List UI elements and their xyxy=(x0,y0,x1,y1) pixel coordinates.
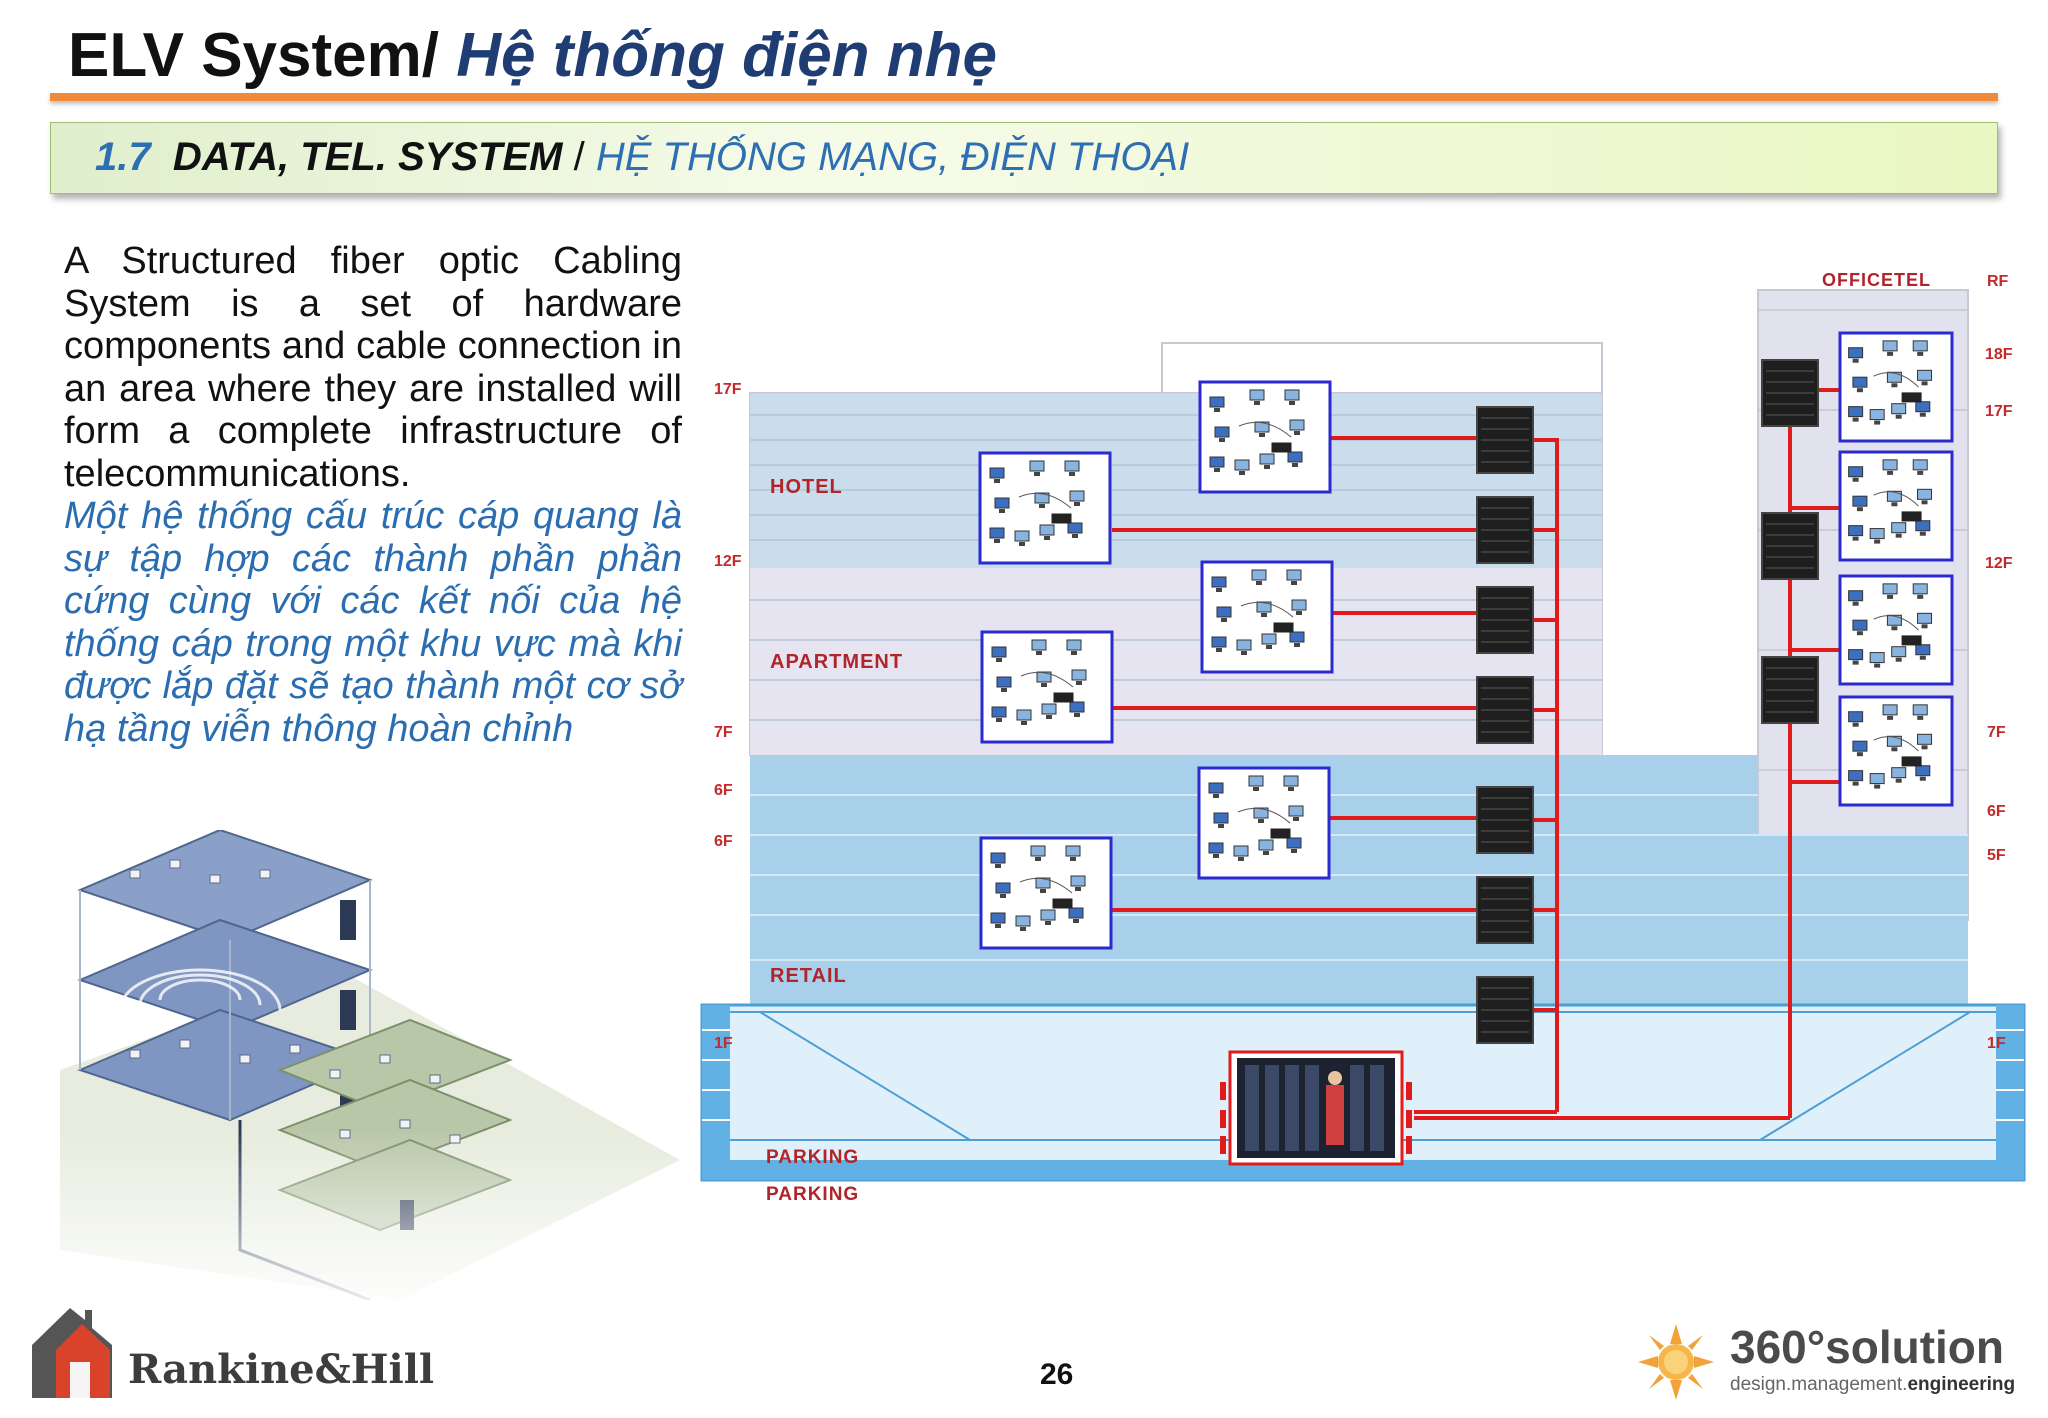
cable-network xyxy=(1112,388,1840,1120)
rack-right-3 xyxy=(1761,656,1819,724)
box-officetel-12f xyxy=(1838,574,1954,686)
box-podium-upper xyxy=(1197,766,1331,880)
description-vn: Một hệ thống cấu trúc cáp quang là sự tậ… xyxy=(64,495,682,750)
rack-left-7 xyxy=(1476,976,1534,1044)
floor-label-6f-left-b: 6F xyxy=(714,833,733,850)
description: A Structured fiber optic Cabling System … xyxy=(64,240,682,750)
floor-label-rf: RF xyxy=(1987,273,2009,290)
title-underline xyxy=(50,93,1998,101)
rack-left-5 xyxy=(1476,786,1534,854)
box-hotel xyxy=(978,451,1112,565)
tower-floors xyxy=(77,830,373,1122)
floor-label-6f-right: 6F xyxy=(1987,803,2006,820)
equipment-group xyxy=(978,331,1954,950)
rack-left-3 xyxy=(1476,586,1534,654)
floor-label-12f-right: 12F xyxy=(1985,555,2013,572)
rack-group xyxy=(1476,359,1819,1044)
section-number: 1.7 xyxy=(95,135,151,179)
zone-label-parking-2: PARKING xyxy=(766,1184,859,1205)
solution-logo-text: 360°solution xyxy=(1730,1321,2005,1373)
page-title: ELV System/ Hệ thống điện nhẹ xyxy=(68,20,997,91)
floor-label-1f-right: 1F xyxy=(1987,1035,2006,1052)
box-upper-apartment xyxy=(1200,560,1334,674)
section-title-vn: HỆ THỐNG MẠNG, ĐIỆN THOẠI xyxy=(595,135,1190,179)
floor-label-1f-left: 1F xyxy=(714,1035,733,1052)
sun-icon xyxy=(1638,1324,1714,1400)
box-17f-hotel xyxy=(1198,380,1332,494)
zone-label-officetel: OFFICETEL xyxy=(1822,270,1931,290)
rankine-hill-logo-mark xyxy=(32,1308,112,1398)
floor-label-17f-right: 17F xyxy=(1985,403,2013,420)
rack-left-2 xyxy=(1476,496,1534,564)
solution-tagline-b: engineering xyxy=(1907,1374,2016,1395)
main-data-center xyxy=(1220,1050,1412,1166)
box-apartment xyxy=(980,630,1114,744)
rack-left-6 xyxy=(1476,876,1534,944)
solution-tagline-a: design.management. xyxy=(1730,1374,1908,1395)
floor-label-12f-left: 12F xyxy=(714,553,742,570)
page-title-vn: Hệ thống điện nhẹ xyxy=(456,21,997,90)
section-heading: 1.7 DATA, TEL. SYSTEM / HỆ THỐNG MẠNG, Đ… xyxy=(95,135,1189,180)
page-number: 26 xyxy=(1040,1358,1074,1391)
zone-label-hotel: HOTEL xyxy=(770,476,843,498)
zone-label-retail: RETAIL xyxy=(770,965,847,987)
section-title-en: DATA, TEL. SYSTEM xyxy=(172,135,563,179)
section-banner: 1.7 DATA, TEL. SYSTEM / HỆ THỐNG MẠNG, Đ… xyxy=(50,122,1998,194)
rack-left-4 xyxy=(1476,676,1534,744)
rack-right-2 xyxy=(1761,512,1819,580)
floor-label-7f-left: 7F xyxy=(714,724,733,741)
floor-label-6f-left-a: 6F xyxy=(714,782,733,799)
zone-label-apartment: APARTMENT xyxy=(770,651,903,673)
floor-label-5f-right: 5F xyxy=(1987,847,2006,864)
basement-wall-pattern xyxy=(702,1005,2024,1180)
box-officetel-7f xyxy=(1838,695,1954,807)
wireless-signal-icon xyxy=(118,968,282,1011)
floor-label-17f-left: 17F xyxy=(714,381,742,398)
riser-diagram: HOTEL APARTMENT RETAIL PARKING PARKING O… xyxy=(700,270,2026,1205)
zone-label-parking-1: PARKING xyxy=(766,1147,859,1168)
apartment-zone xyxy=(750,568,1602,755)
page-title-en: ELV System/ xyxy=(68,21,440,90)
solution-logo-tagline: design.management.engineering xyxy=(1730,1374,2015,1396)
box-podium-lower xyxy=(979,836,1113,950)
box-officetel-upper xyxy=(1838,450,1954,562)
floor-label-7f-right: 7F xyxy=(1987,724,2006,741)
box-officetel-18f xyxy=(1838,331,1954,443)
rack-left-1 xyxy=(1476,406,1534,474)
isometric-building-illustration xyxy=(40,830,690,1300)
hotel-zone xyxy=(750,393,1602,568)
floor-label-18f: 18F xyxy=(1985,346,2013,363)
section-separator: / xyxy=(573,135,585,179)
rankine-hill-logo-text: Rankine&Hill xyxy=(128,1346,435,1393)
retail-zone xyxy=(750,835,1968,1005)
description-en: A Structured fiber optic Cabling System … xyxy=(64,240,682,495)
rack-right-1 xyxy=(1761,359,1819,427)
